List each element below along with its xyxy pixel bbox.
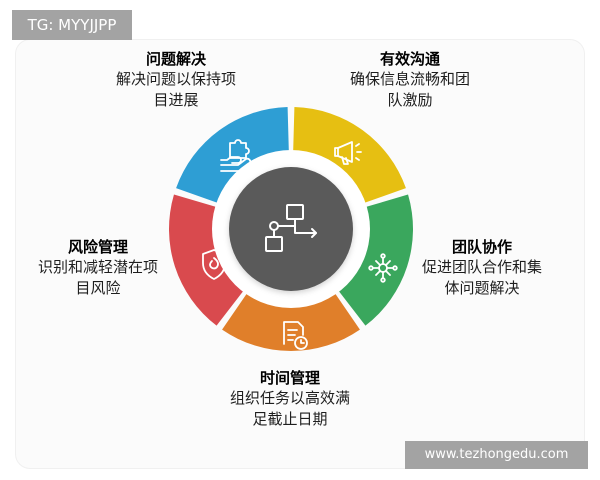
label-team-desc-2: 体问题解决 — [444, 279, 520, 297]
label-problem: 问题解决 解决问题以保持项 目进展 — [96, 49, 256, 111]
shield-icon — [202, 249, 226, 280]
segment-team — [337, 194, 413, 326]
flowchart-icon — [265, 204, 317, 252]
label-time: 时间管理 组织任务以高效满 足截止日期 — [210, 368, 370, 430]
clock-document-icon — [283, 321, 308, 350]
label-team-title: 团队协作 — [451, 238, 512, 256]
network-icon — [368, 253, 398, 283]
watermark-bottom: www.tezhongedu.com — [405, 441, 588, 469]
label-time-desc-2: 足截止日期 — [252, 410, 328, 428]
segment-problem — [176, 107, 289, 204]
label-problem-title: 问题解决 — [145, 50, 206, 68]
label-risk-desc-2: 目风险 — [75, 279, 121, 297]
segment-comm — [293, 107, 406, 204]
label-comm-desc-1: 确保信息流畅和团 — [349, 70, 470, 88]
label-time-title: 时间管理 — [259, 369, 320, 387]
puzzle-hand-icon — [220, 139, 252, 172]
label-comm-title: 有效沟通 — [379, 50, 440, 68]
center-hub — [229, 167, 353, 291]
label-risk: 风险管理 识别和减轻潜在项 目风险 — [18, 237, 178, 299]
label-problem-desc-1: 解决问题以保持项 — [115, 70, 236, 88]
label-problem-desc-2: 目进展 — [153, 91, 199, 109]
label-time-desc-1: 组织任务以高效满 — [229, 389, 350, 407]
label-risk-desc-1: 识别和减轻潜在项 — [37, 258, 158, 276]
watermark-top: TG: MYYJJPP — [12, 10, 132, 40]
label-team-desc-1: 促进团队合作和集 — [421, 258, 542, 276]
label-comm-desc-2: 队激励 — [387, 91, 433, 109]
label-team: 团队协作 促进团队合作和集 体问题解决 — [404, 237, 560, 299]
label-comm: 有效沟通 确保信息流畅和团 队激励 — [330, 49, 490, 111]
label-risk-title: 风险管理 — [67, 238, 128, 256]
segment-risk — [169, 194, 245, 326]
megaphone-icon — [334, 141, 362, 165]
